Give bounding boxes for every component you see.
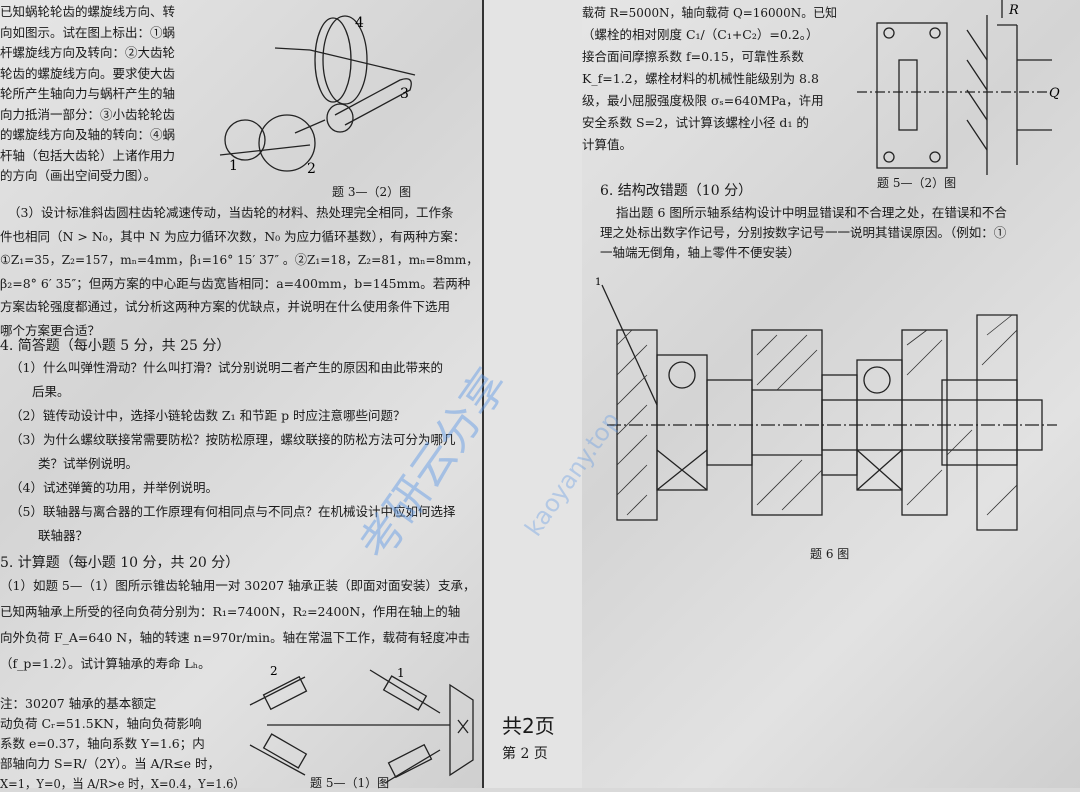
section-5-title: 5. 计算题（每小题 10 分，共 20 分） [0,555,240,571]
text-line: （3）设计标准斜齿圆柱齿轮减速传动，当齿轮的材料、热处理完全相同，工作条 [8,205,454,220]
text-line: （1）什么叫弹性滑动？什么叫打滑？试分别说明二者产生的原因和由此带来的 [10,360,443,375]
text-line: ①Z₁=35，Z₂=157，mₙ=4mm，β₁=16° 15′ 37″ 。②Z₁… [0,252,479,267]
figure-5-1-label-2: 2 [270,665,278,678]
figure-6-label-1: 1 [595,277,601,288]
text-line: （4）试述弹簧的功用，并举例说明。 [10,480,218,495]
text-line: K_f=1.2，螺栓材料的机械性能级别为 8.8 [582,71,819,86]
text-line: 指出题 6 图所示轴系结构设计中明显错误和不合理之处，在错误和不合 [616,205,1007,220]
text-line: 部轴向力 S=R/（2Y）。当 A/R≤e 时， [0,756,221,771]
text-line: （5）联轴器与离合器的工作原理有何相同点与不同点？在机械设计中应如何选择 [10,504,456,519]
text-line: X=1，Y=0，当 A/R>e 时，X=0.4，Y=1.6） [0,776,245,791]
text-line: 理之处标出数字作记号，分别按数字记号一一说明其错误原因。（例如：① [600,225,1007,240]
text-line: 已知蜗轮轮齿的螺旋线方向、转 [0,4,176,19]
figure-5-2-label-q: Q [1049,86,1060,101]
text-line: （1）如题 5—（1）图所示锥齿轮轴用一对 30207 轴承正装（即面对面安装）… [0,578,476,593]
page-gutter: 共2页 第 2 页 [482,0,584,788]
text-line: 一轴端无倒角，轴上零件不便安装） [600,245,801,260]
text-line: 向外负荷 F_A=640 N，轴的转速 n=970r/min。轴在常温下工作，载… [0,630,471,645]
figure-5-1-label-1: 1 [397,666,405,680]
figure-3-2-label-3: 3 [400,86,409,102]
section-4-title: 4. 简答题（每小题 5 分，共 25 分） [0,338,231,354]
figure-5-1-caption: 题 5—（1）图 [310,776,390,790]
left-page: 已知蜗轮轮齿的螺旋线方向、转向如图示。试在图上标出：①蜗杆螺旋线方向及转向：②大… [0,0,482,791]
text-line: 方案齿轮强度都通过，试分析这两种方案的优缺点，并说明在什么使用条件下选用 [0,299,451,314]
figure-3-2-label-2: 2 [307,161,316,177]
figure-3-2-worm-gear-diagram: 4 3 1 2 [219,15,416,177]
text-line: 件也相同（N > N₀，其中 N 为应力循环次数，N₀ 为应力循环基数），有两种… [0,228,466,244]
figure-3-2-label-4: 4 [355,15,364,31]
text-line: （螺栓的相对刚度 C₁/（C₁+C₂）=0.2。） [582,27,819,42]
text-line: 哪个方案更合适？ [0,322,101,338]
text-line: 计算值。 [582,137,633,152]
figure-5-1-bearing-diagram: 2 1 [249,665,474,784]
text-line: 向力抵消一部分：③小齿轮轮齿 [0,106,176,122]
text-line: 的螺旋线方向及轴的转向：④蜗 [0,127,176,142]
text-line: 向如图示。试在图上标出：①蜗 [0,24,176,40]
text-line: 轮所产生轴向力与蜗杆产生的轴 [0,86,176,101]
figure-6-caption: 题 6 图 [810,547,850,561]
figure-5-2-caption: 题 5—（2）图 [877,176,957,190]
text-line: （3）为什么螺纹联接常需要防松？按防松原理，螺纹联接的防松方法可分为哪几 [10,432,456,447]
text-line: 接合面间摩擦系数 f=0.15，可靠性系数 [582,49,804,64]
figure-5-2-label-r: R [1008,3,1019,18]
section-6-title: 6. 结构改错题（10 分） [600,183,753,199]
text-line: 载荷 R=5000N，轴向载荷 Q=16000N。已知 [582,5,838,20]
text-line: 已知两轴承上所受的径向负荷分别为：R₁=7400N，R₂=2400N，作用在轴上… [0,604,461,619]
figure-3-2-caption: 题 3—（2）图 [332,185,412,199]
figure-6-shaft-structure-diagram: 1 [595,277,1057,531]
text-line: 动负荷 Cᵣ=51.5KN，轴向负荷影响 [0,716,202,731]
text-line: 杆轴（包括大齿轮）上诸作用力 [0,147,176,163]
text-line: 轮齿的螺旋线方向。要求使大齿 [0,65,176,81]
text-line: 联轴器？ [38,528,89,543]
text-line: β₂=8° 6′ 35″；但两方案的中心距与齿宽皆相同：a=400mm，b=14… [0,275,471,291]
text-line: 类？试举例说明。 [38,456,139,471]
figure-3-2-label-1: 1 [229,158,238,174]
text-line: 安全系数 S=2，试计算该螺栓小径 d₁ 的 [582,115,809,130]
figure-5-2-bolt-bracket-diagram: R Q [857,0,1060,175]
text-line: 注：30207 轴承的基本额定 [0,696,157,711]
text-line: 系数 e=0.37，轴向系数 Y=1.6；内 [0,736,205,751]
text-line: 的方向（画出空间受力图）。 [0,168,157,183]
text-line: （2）链传动设计中，选择小链轮齿数 Z₁ 和节距 p 时应注意哪些问题？ [10,408,406,423]
text-line: 级，最小屈服强度极限 σₛ=640MPa，许用 [582,93,824,108]
handwritten-page-total: 共2页 [502,714,555,738]
text-line: 后果。 [32,384,70,399]
right-page: 载荷 R=5000N，轴向载荷 Q=16000N。已知 （螺栓的相对刚度 C₁/（… [582,0,1080,788]
text-line: （f_p=1.2）。试计算轴承的寿命 Lₕ。 [0,656,211,671]
text-line: 杆螺旋线方向及转向：②大齿轮 [0,45,176,60]
page-number-label: 第 2 页 [502,746,548,762]
